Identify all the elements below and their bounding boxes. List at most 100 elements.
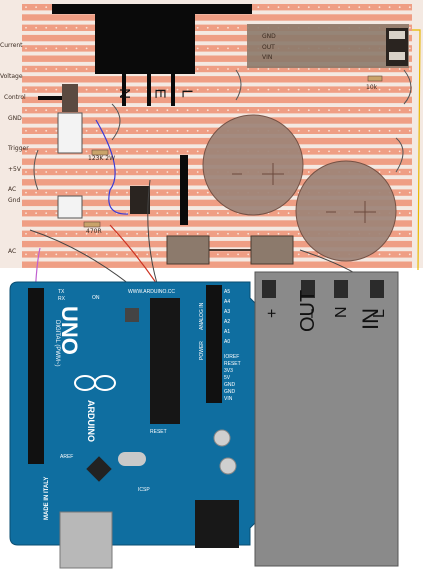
strip-hole: [45, 129, 48, 132]
strip-hole: [206, 129, 209, 132]
resistor-123k: [91, 149, 109, 156]
strip-hole: [35, 150, 37, 153]
label-123k: 123K 2W: [88, 155, 116, 162]
strip-hole: [25, 129, 27, 132]
strip-hole: [95, 171, 98, 173]
strip-hole: [35, 88, 37, 91]
strip-hole: [398, 232, 401, 235]
transformer-leg-e: [147, 72, 151, 106]
optocoupler: [57, 112, 83, 154]
strip-hole: [105, 109, 108, 112]
strip-hole: [348, 109, 351, 112]
power-jack[interactable]: [195, 500, 239, 548]
strip-hole: [318, 129, 320, 132]
label-current: Current: [0, 42, 23, 49]
strip-hole: [267, 6, 270, 9]
power-resistor-2: [250, 235, 294, 265]
strip-hole: [95, 109, 98, 112]
strip-hole: [378, 88, 381, 91]
strip-hole: [297, 68, 300, 70]
strip-hole: [126, 88, 128, 91]
strip-hole: [237, 68, 240, 70]
strip-hole: [105, 191, 108, 194]
strip-hole: [45, 47, 48, 50]
strip-hole: [227, 232, 229, 235]
strip-hole: [217, 232, 219, 235]
strip-hole: [166, 150, 169, 153]
strip-hole: [116, 88, 118, 91]
strip-hole: [277, 88, 280, 91]
strip-hole: [166, 109, 169, 112]
strip-hole: [388, 109, 391, 112]
strip-hole: [388, 171, 391, 173]
strip-hole: [378, 129, 381, 132]
strip-hole: [65, 68, 68, 70]
strip-hole: [408, 150, 411, 153]
strip-hole: [338, 150, 340, 153]
sensor-module: [247, 24, 409, 68]
strip-hole: [388, 88, 391, 91]
strip-hole: [35, 212, 37, 215]
strip-hole: [166, 88, 169, 91]
strip-hole: [408, 109, 411, 112]
strip-hole: [156, 253, 159, 256]
strip-hole: [277, 109, 280, 112]
label-ac-1: AC: [8, 186, 17, 193]
copper-strip: [22, 76, 412, 83]
strip-hole: [378, 68, 381, 70]
strip-hole: [408, 171, 411, 173]
strip-hole: [25, 232, 27, 235]
strip-hole: [35, 109, 37, 112]
strip-hole: [35, 26, 37, 29]
strip-hole: [196, 26, 199, 29]
strip-hole: [136, 150, 139, 153]
strip-hole: [166, 232, 169, 235]
strip-hole: [307, 88, 310, 91]
strip-hole: [297, 6, 300, 9]
strip-hole: [65, 191, 68, 194]
triac: [57, 195, 83, 219]
arduino-website: WWW.ARDUINO.CC: [128, 289, 175, 295]
strip-hole: [55, 253, 58, 256]
power-module: [254, 271, 399, 567]
strip-hole: [45, 253, 48, 256]
strip-hole: [277, 232, 280, 235]
strip-hole: [338, 88, 340, 91]
strip-hole: [378, 150, 381, 153]
copper-strip: [22, 220, 412, 227]
strip-hole: [237, 88, 240, 91]
copper-strip: [22, 96, 412, 104]
terminal-label-minus: –: [303, 309, 320, 318]
strip-hole: [45, 6, 48, 9]
strip-hole: [398, 88, 401, 91]
reset-button[interactable]: [125, 308, 139, 322]
strip-hole: [368, 109, 371, 112]
usb-port[interactable]: [59, 511, 113, 569]
strip-hole: [166, 212, 169, 215]
strip-hole: [368, 150, 371, 153]
transformer-bar: [52, 4, 252, 14]
arduino-uno: [9, 281, 259, 569]
strip-hole: [318, 253, 320, 256]
power-pin-label-0: IOREF: [224, 354, 240, 360]
strip-hole: [166, 191, 169, 194]
strip-hole: [358, 6, 361, 9]
strip-hole: [217, 253, 219, 256]
strip-hole: [156, 212, 159, 215]
strip-hole: [45, 171, 48, 173]
strip-hole: [35, 47, 37, 50]
strip-hole: [227, 68, 229, 70]
arduino-tx-label: TX: [58, 289, 65, 295]
strip-hole: [378, 109, 381, 112]
strip-hole: [408, 68, 411, 70]
capacitor-right: [295, 160, 397, 262]
strip-hole: [25, 212, 27, 215]
label-10k: 10k: [366, 84, 378, 91]
strip-hole: [35, 171, 37, 173]
strip-hole: [237, 232, 240, 235]
strip-hole: [318, 109, 320, 112]
strip-hole: [247, 88, 250, 91]
strip-hole: [35, 129, 37, 132]
